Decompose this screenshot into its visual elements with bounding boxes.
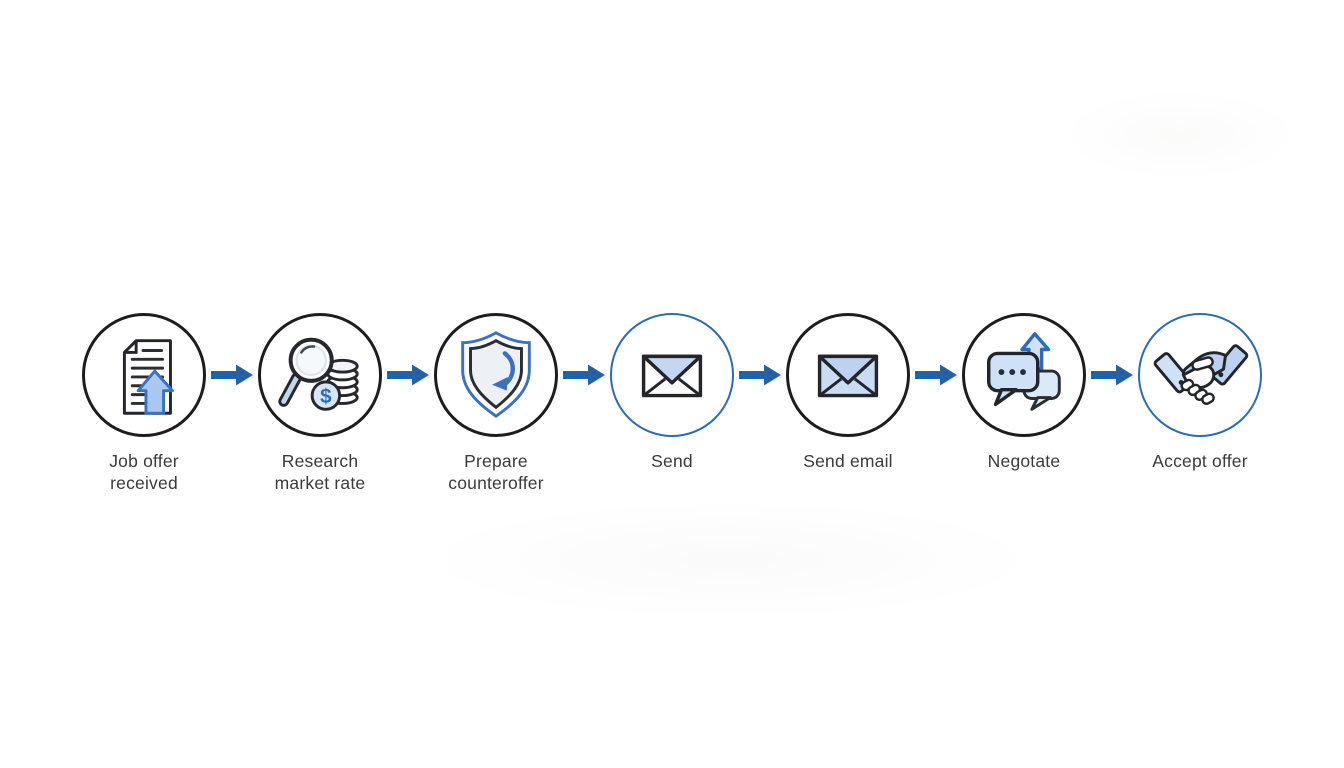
step-label: Send — [651, 451, 693, 471]
step-circle: $ — [258, 313, 382, 437]
flow-arrow — [1086, 313, 1138, 437]
flow-step-prepare-counteroffer: Prepare counteroffer — [434, 313, 558, 494]
step-circle — [434, 313, 558, 437]
step-circle — [962, 313, 1086, 437]
step-circle — [786, 313, 910, 437]
step-label: Send email — [803, 451, 893, 471]
right-arrow-icon — [211, 364, 253, 386]
right-arrow-icon — [1091, 364, 1133, 386]
step-label: Negotate — [987, 451, 1061, 471]
shield-refresh-icon — [461, 331, 531, 418]
step-label: Research market rate — [274, 451, 366, 493]
right-arrow-icon — [387, 364, 429, 386]
flow-arrow — [382, 313, 434, 437]
document-upload-icon — [122, 339, 174, 415]
step-label: Prepare counteroffer — [448, 451, 544, 493]
right-arrow-icon — [915, 364, 957, 386]
magnifier-coins-icon: $ — [278, 337, 359, 411]
flow-step-research-market-rate: $ Research market rate — [258, 313, 382, 494]
flow-arrow — [558, 313, 610, 437]
flow-step-accept-offer: Accept offer — [1138, 313, 1262, 472]
step-circle — [1138, 313, 1262, 437]
handshake-icon — [1153, 344, 1249, 405]
flowchart: Job offer received — [0, 313, 1344, 494]
flow-step-job-offer-received: Job offer received — [82, 313, 206, 494]
flow-arrow — [206, 313, 258, 437]
step-label: Accept offer — [1152, 451, 1248, 471]
flow-step-send-email: Send email — [786, 313, 910, 472]
flow-step-send: Send — [610, 313, 734, 472]
envelope-icon — [641, 354, 703, 398]
flow-arrow — [734, 313, 786, 437]
flow-step-negotiate: Negotate — [962, 313, 1086, 472]
right-arrow-icon — [563, 364, 605, 386]
svg-text:$: $ — [320, 385, 332, 408]
background-wash — [420, 500, 1040, 620]
step-circle — [82, 313, 206, 437]
step-circle — [610, 313, 734, 437]
flow-arrow — [910, 313, 962, 437]
step-label: Job offer received — [109, 451, 179, 493]
envelope-filled-icon — [817, 354, 879, 398]
chat-bubbles-up-arrow-icon — [987, 332, 1061, 411]
background-wash — [1060, 90, 1300, 180]
right-arrow-icon — [739, 364, 781, 386]
